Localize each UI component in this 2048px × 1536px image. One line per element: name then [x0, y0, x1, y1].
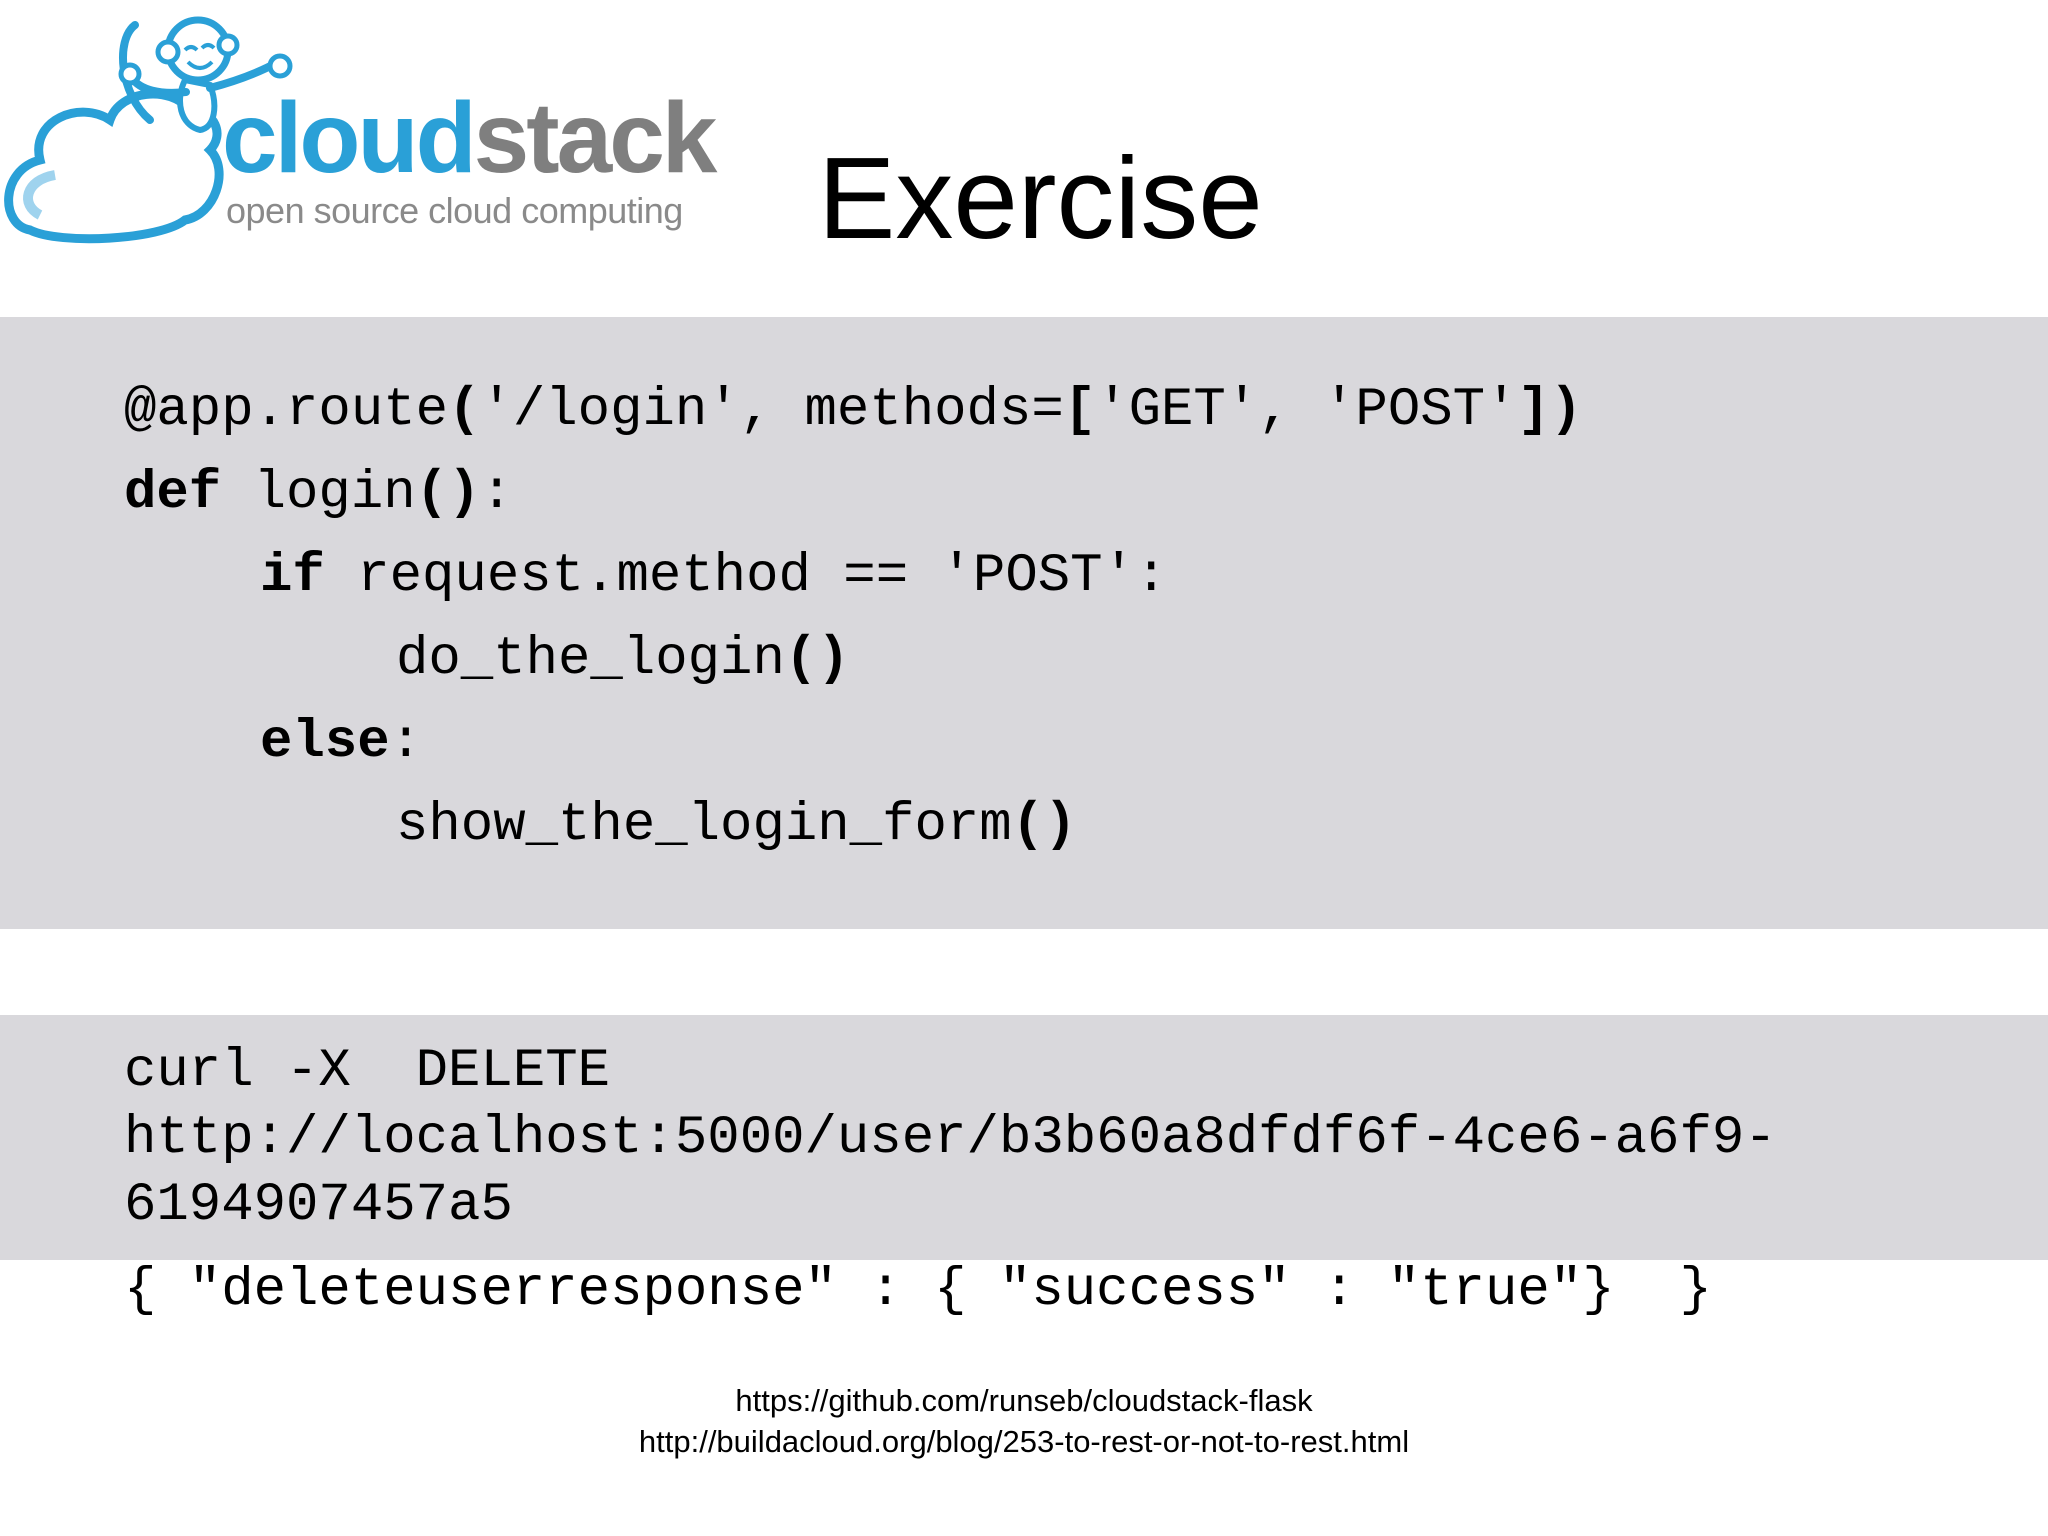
json-response: { "deleteuserresponse" : { "success" : "… [124, 1260, 1712, 1321]
curl-line-3: 6194907457a5 [124, 1175, 513, 1236]
code-token: [ [1063, 380, 1097, 441]
code-line-6: show_the_login_form() [396, 799, 1077, 853]
code-line-4: do_the_login() [396, 633, 850, 687]
code-keyword: else [260, 712, 390, 773]
cloudstack-logo: cloudstack open source cloud computing [0, 0, 720, 260]
code-token: ( [448, 380, 481, 441]
cloud-mascot-icon [4, 16, 293, 244]
curl-line-1: curl -X DELETE [124, 1041, 611, 1102]
code-token: ]) [1517, 380, 1583, 441]
code-token: request.method == 'POST': [324, 546, 1168, 607]
code-token: @app.route [124, 380, 449, 441]
code-token: () [1011, 795, 1077, 856]
code-token: do_the_login [396, 629, 785, 690]
code-line-5: else: [260, 716, 422, 770]
code-token: login [221, 463, 416, 524]
code-line-1: @app.route('/login', methods=['GET', 'PO… [124, 384, 1582, 438]
logo-wordmark: cloudstack [222, 88, 717, 188]
code-keyword: def [124, 463, 222, 524]
code-token: 'GET', 'POST' [1096, 380, 1518, 441]
code-token: : [480, 463, 513, 524]
code-token: show_the_login_form [396, 795, 1012, 856]
code-token: () [415, 463, 481, 524]
logo-wordmark-stack: stack [473, 82, 718, 194]
code-panel-curl: curl -X DELETE http://localhost:5000/use… [0, 1015, 2048, 1260]
code-keyword: if [260, 546, 325, 607]
code-panel-flask: @app.route('/login', methods=['GET', 'PO… [0, 317, 2048, 929]
logo-wordmark-cloud: cloud [222, 82, 477, 194]
code-line-3: if request.method == 'POST': [260, 550, 1167, 604]
slide-title: Exercise [818, 133, 1263, 263]
code-line-2: def login(): [124, 467, 513, 521]
code-token: () [784, 629, 850, 690]
logo-tagline: open source cloud computing [226, 190, 683, 231]
code-token: '/login', methods= [480, 380, 1064, 441]
link-github[interactable]: https://github.com/runseb/cloudstack-fla… [735, 1383, 1313, 1418]
curl-line-2: http://localhost:5000/user/b3b60a8dfdf6f… [124, 1108, 1777, 1169]
code-token: : [389, 712, 423, 773]
link-buildacloud[interactable]: http://buildacloud.org/blog/253-to-rest-… [638, 1424, 1410, 1459]
